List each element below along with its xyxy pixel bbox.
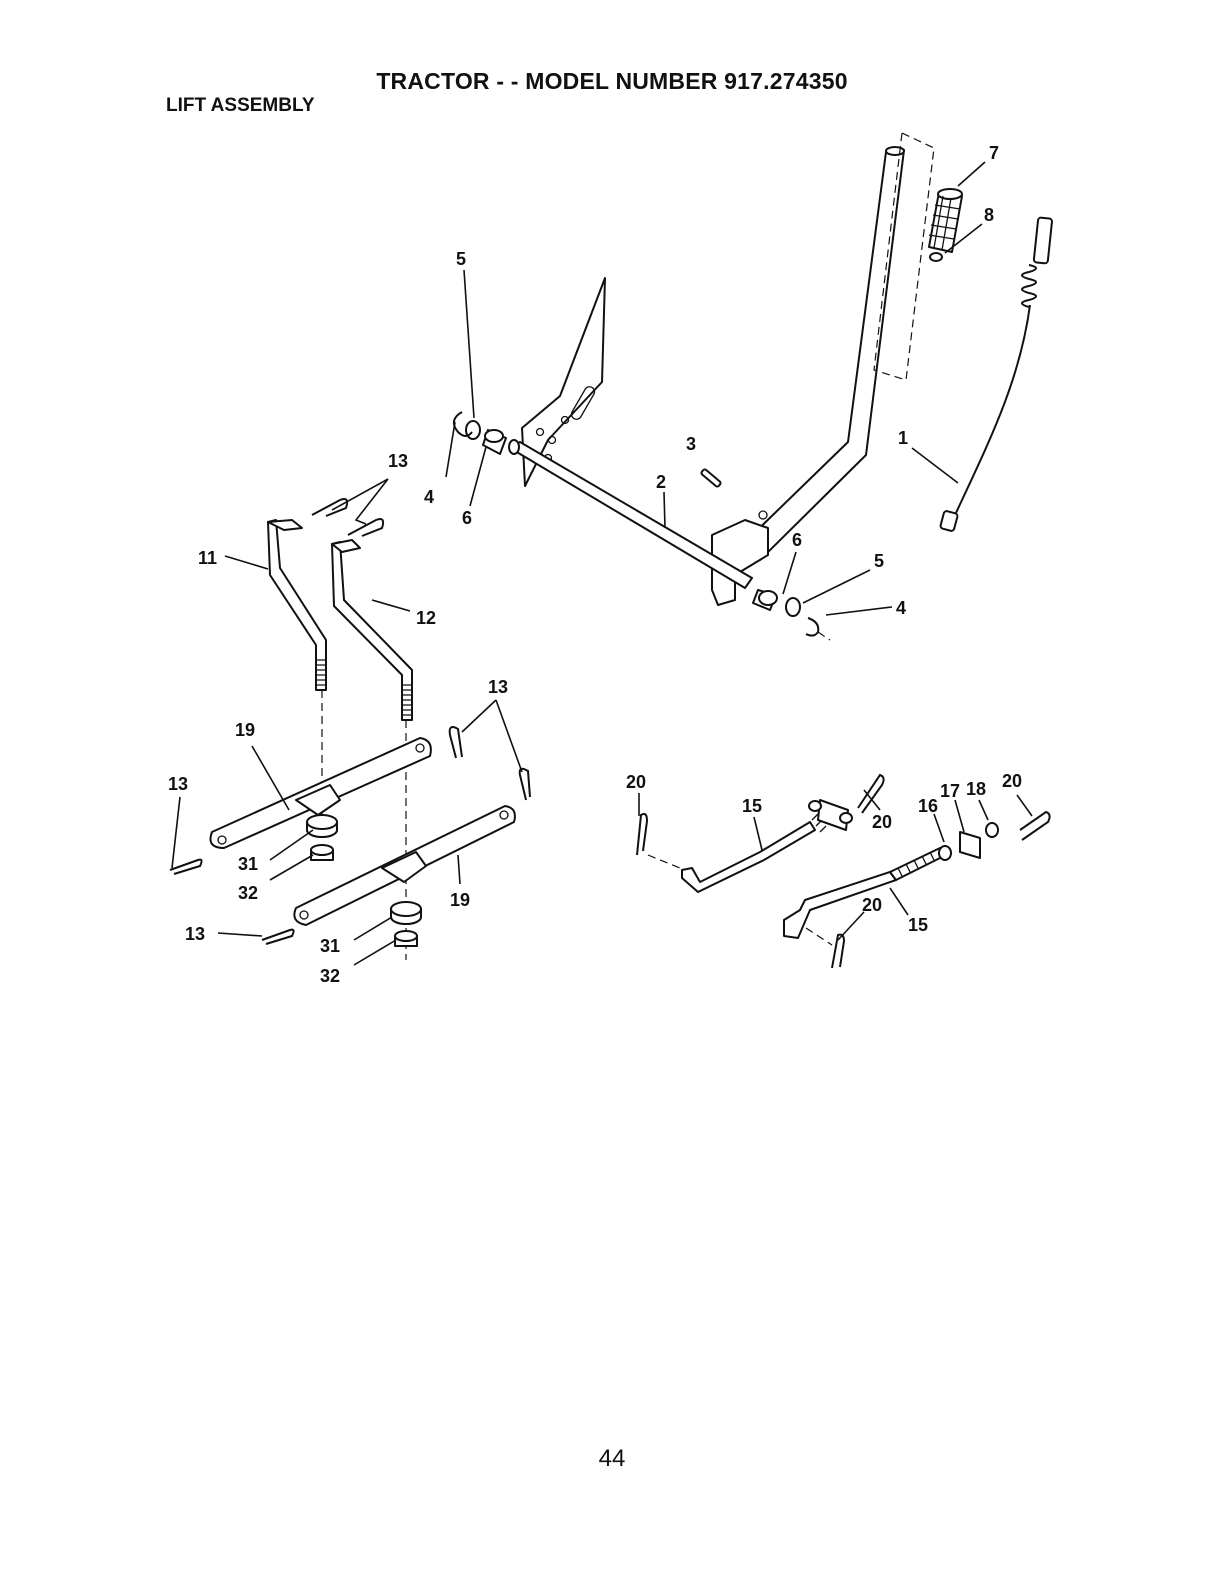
callout-20: 20 bbox=[1002, 771, 1022, 791]
callout-15: 15 bbox=[742, 796, 762, 816]
hex-nut-32a bbox=[310, 844, 334, 861]
callout-4: 4 bbox=[424, 487, 434, 507]
callout-19: 19 bbox=[450, 890, 470, 910]
hairpin-clip-13e bbox=[169, 858, 203, 875]
retainer-clip-left bbox=[452, 411, 473, 437]
callout-6: 6 bbox=[792, 530, 802, 550]
callout-17: 17 bbox=[940, 781, 960, 801]
callout-20: 20 bbox=[626, 772, 646, 792]
callout-13: 13 bbox=[488, 677, 508, 697]
adjuster-rod-upper bbox=[681, 799, 853, 893]
leader-lines bbox=[171, 161, 1033, 966]
washer-16 bbox=[938, 845, 952, 861]
mounting-plate bbox=[521, 277, 606, 487]
hairpin-clip-13d bbox=[518, 767, 531, 801]
grip-ferrule bbox=[929, 252, 943, 262]
callout-7: 7 bbox=[989, 143, 999, 163]
callout-19: 19 bbox=[235, 720, 255, 740]
callout-5: 5 bbox=[874, 551, 884, 571]
callout-31: 31 bbox=[320, 936, 340, 956]
spacer-washer-31b bbox=[390, 901, 422, 925]
callout-20: 20 bbox=[872, 812, 892, 832]
callout-13: 13 bbox=[388, 451, 408, 471]
callout-labels: 7 8 1 3 2 5 4 6 6 5 4 13 11 12 13 19 13 … bbox=[168, 143, 1022, 986]
bushing-right bbox=[752, 589, 778, 611]
callout-11: 11 bbox=[198, 548, 217, 568]
hairpin-clip-13b bbox=[347, 518, 385, 537]
callout-2: 2 bbox=[656, 472, 666, 492]
lift-handle bbox=[711, 146, 905, 606]
lift-arm-upper bbox=[209, 737, 432, 849]
callout-20: 20 bbox=[862, 895, 882, 915]
callout-8: 8 bbox=[984, 205, 994, 225]
callout-15: 15 bbox=[908, 915, 928, 935]
lift-cable bbox=[939, 216, 1053, 532]
lift-arm-lower bbox=[293, 805, 516, 926]
callout-32: 32 bbox=[320, 966, 340, 986]
cotter-pin-20a bbox=[636, 812, 649, 856]
cotter-pin-20b bbox=[857, 773, 885, 814]
hairpin-clip-13a bbox=[311, 498, 349, 517]
callout-32: 32 bbox=[238, 883, 258, 903]
lift-link-11 bbox=[267, 519, 327, 691]
page-title: TRACTOR - - MODEL NUMBER 917.274350 bbox=[376, 68, 848, 94]
callout-6: 6 bbox=[462, 508, 472, 528]
bushing-left bbox=[482, 429, 507, 455]
callout-4: 4 bbox=[896, 598, 906, 618]
lift-shaft bbox=[508, 439, 753, 589]
spacer-washer-31a bbox=[306, 814, 338, 838]
callout-13: 13 bbox=[185, 924, 205, 944]
hairpin-clip-13f bbox=[261, 928, 295, 945]
callout-31: 31 bbox=[238, 854, 258, 874]
roll-pin bbox=[700, 468, 722, 488]
callout-18: 18 bbox=[966, 779, 986, 799]
trunnion-17 bbox=[959, 831, 981, 859]
callout-3: 3 bbox=[686, 434, 696, 454]
callout-5: 5 bbox=[456, 249, 466, 269]
retainer-clip-right bbox=[805, 617, 820, 637]
washer-right bbox=[785, 597, 801, 617]
hairpin-clip-13c bbox=[448, 726, 463, 759]
nut-18 bbox=[985, 822, 999, 838]
page-number: 44 bbox=[598, 1445, 626, 1472]
section-title: LIFT ASSEMBLY bbox=[166, 95, 315, 116]
hex-nut-32b bbox=[394, 930, 418, 947]
cotter-pin-20c bbox=[1019, 810, 1051, 841]
callout-1: 1 bbox=[898, 428, 908, 448]
callout-16: 16 bbox=[918, 796, 938, 816]
callout-13: 13 bbox=[168, 774, 188, 794]
callout-12: 12 bbox=[416, 608, 436, 628]
handle-grip bbox=[928, 188, 963, 253]
handle-outline-phantom bbox=[873, 132, 935, 381]
lift-link-12 bbox=[331, 539, 413, 721]
